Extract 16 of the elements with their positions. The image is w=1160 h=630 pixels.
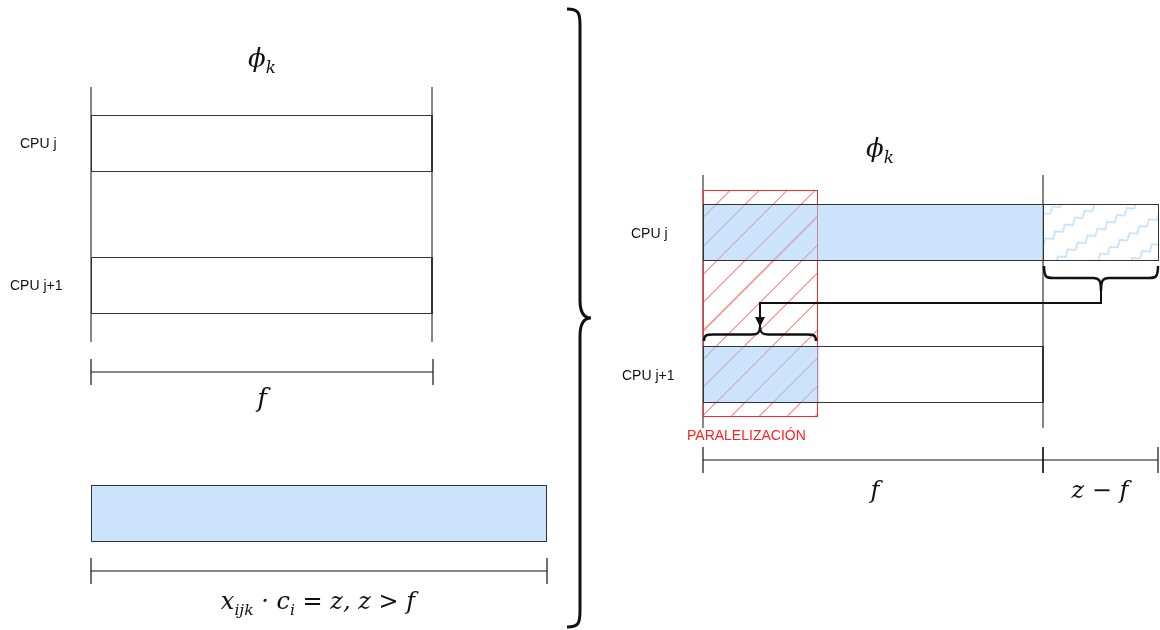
task-bar xyxy=(703,204,1044,261)
curly-brace xyxy=(1043,265,1159,291)
cpu-bar xyxy=(703,346,1044,403)
math-label: ϕ$_{k}$ xyxy=(866,132,894,168)
cpu-label: CPU j xyxy=(20,135,57,151)
curly-brace xyxy=(703,327,817,342)
cpu-bar xyxy=(91,115,433,172)
cpu-label: CPU j+1 xyxy=(10,277,63,293)
cpu-label: CPU j+1 xyxy=(622,367,675,383)
arrow xyxy=(755,290,1102,328)
task-bar xyxy=(91,485,547,542)
cpu-label: CPU j xyxy=(631,225,668,241)
region-label: PARALELIZACIÓN xyxy=(687,427,806,443)
math-label: ϕ$_{k}$ xyxy=(248,42,276,78)
hatched-overflow-bar xyxy=(1043,204,1159,261)
cpu-bar xyxy=(91,257,433,314)
